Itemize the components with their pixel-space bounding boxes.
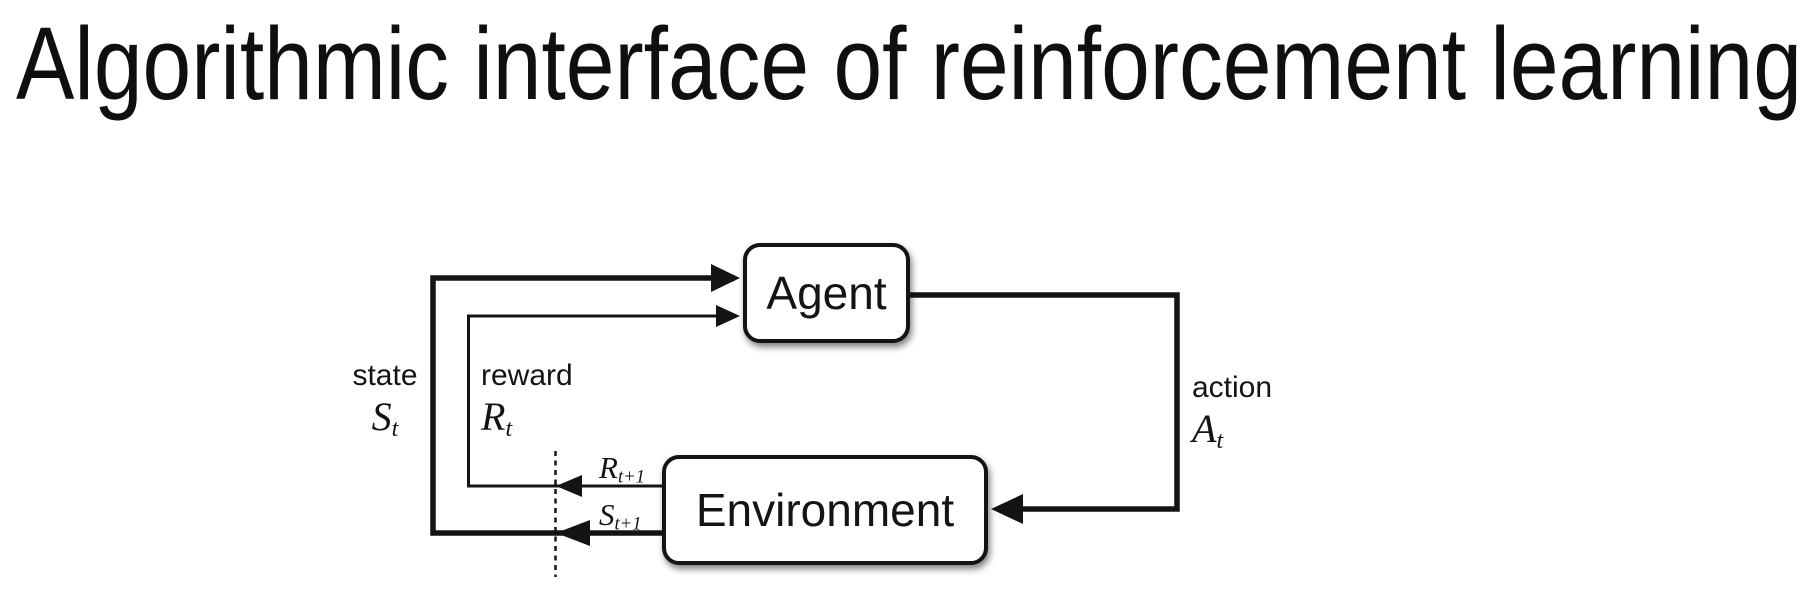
reward-symbol: Rt <box>481 394 513 442</box>
action-arrowhead <box>991 494 1023 524</box>
state-symbol: St <box>371 394 399 442</box>
reward-label: reward Rt <box>481 360 573 442</box>
action-symbol: At <box>1192 406 1224 454</box>
next-state-label: St+1 <box>599 497 642 535</box>
agent-box: Agent <box>743 243 910 343</box>
slide-title: Algorithmic interface of reinforcement l… <box>16 6 1802 121</box>
state-loop-line <box>430 275 735 536</box>
state-word: state <box>352 359 418 392</box>
next-reward-arrowhead <box>556 475 582 497</box>
action-label: action At <box>1192 372 1272 454</box>
reward-word: reward <box>481 359 573 392</box>
environment-box: Environment <box>662 455 988 565</box>
agent-box-label: Agent <box>766 267 887 319</box>
state-arrowhead <box>711 264 740 292</box>
next-reward-label: Rt+1 <box>599 450 645 488</box>
action-loop-line <box>909 292 1180 512</box>
reward-arrowhead <box>716 305 740 327</box>
action-word: action <box>1192 371 1273 404</box>
next-state-arrowhead <box>556 520 590 546</box>
state-label: state St <box>325 360 445 442</box>
environment-box-label: Environment <box>695 484 955 536</box>
